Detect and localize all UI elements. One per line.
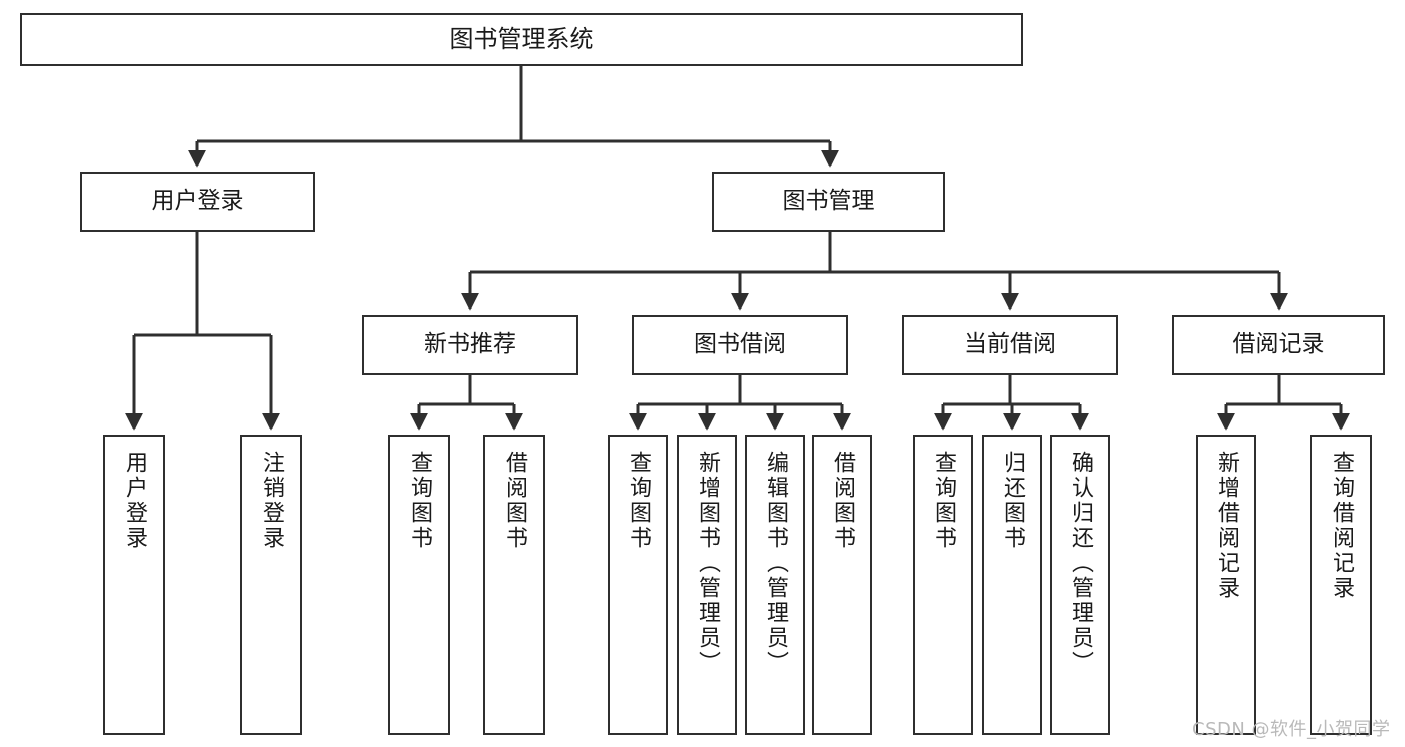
leaf-user-login[interactable]: 用户登录 bbox=[103, 435, 165, 735]
node-user-login-label: 用户登录 bbox=[151, 188, 244, 215]
leaf-add-record-label: 新增借阅记录 bbox=[1214, 451, 1239, 601]
leaf-confirm-return[interactable]: 确认归还（管理员） bbox=[1050, 435, 1110, 735]
leaf-user-login-label: 用户登录 bbox=[122, 451, 147, 551]
leaf-query-book-2[interactable]: 查询图书 bbox=[608, 435, 668, 735]
leaf-add-book-label: 新增图书（管理员） bbox=[695, 451, 720, 676]
node-book-borrow[interactable]: 图书借阅 bbox=[632, 315, 848, 375]
node-borrow-record-label: 借阅记录 bbox=[1232, 331, 1325, 358]
leaf-borrow-book-1-label: 借阅图书 bbox=[502, 451, 527, 551]
node-user-login[interactable]: 用户登录 bbox=[80, 172, 315, 232]
node-root-label: 图书管理系统 bbox=[449, 25, 594, 54]
leaf-query-record-label: 查询借阅记录 bbox=[1329, 451, 1354, 601]
leaf-user-logout[interactable]: 注销登录 bbox=[240, 435, 302, 735]
node-new-book-recommend-label: 新书推荐 bbox=[424, 331, 516, 358]
leaf-borrow-book-2-label: 借阅图书 bbox=[830, 451, 855, 551]
node-current-borrow[interactable]: 当前借阅 bbox=[902, 315, 1118, 375]
leaf-add-book[interactable]: 新增图书（管理员） bbox=[677, 435, 737, 735]
leaf-query-book-3-label: 查询图书 bbox=[931, 451, 956, 551]
node-book-manage-label: 图书管理 bbox=[782, 188, 875, 215]
leaf-query-book-2-label: 查询图书 bbox=[626, 451, 651, 551]
leaf-add-record[interactable]: 新增借阅记录 bbox=[1196, 435, 1256, 735]
node-root[interactable]: 图书管理系统 bbox=[20, 13, 1023, 66]
leaf-edit-book-label: 编辑图书（管理员） bbox=[763, 451, 788, 676]
csdn-watermark: CSDN @软件_小贺同学 bbox=[1192, 715, 1391, 741]
node-book-borrow-label: 图书借阅 bbox=[694, 331, 786, 358]
node-borrow-record[interactable]: 借阅记录 bbox=[1172, 315, 1385, 375]
leaf-query-record[interactable]: 查询借阅记录 bbox=[1310, 435, 1372, 735]
csdn-watermark-label: CSDN @软件_小贺同学 bbox=[1192, 719, 1391, 740]
leaf-return-book[interactable]: 归还图书 bbox=[982, 435, 1042, 735]
leaf-query-book-1[interactable]: 查询图书 bbox=[388, 435, 450, 735]
leaf-borrow-book-1[interactable]: 借阅图书 bbox=[483, 435, 545, 735]
leaf-return-book-label: 归还图书 bbox=[1000, 451, 1025, 551]
leaf-confirm-return-label: 确认归还（管理员） bbox=[1068, 451, 1093, 676]
leaf-borrow-book-2[interactable]: 借阅图书 bbox=[812, 435, 872, 735]
leaf-edit-book[interactable]: 编辑图书（管理员） bbox=[745, 435, 805, 735]
node-new-book-recommend[interactable]: 新书推荐 bbox=[362, 315, 578, 375]
leaf-query-book-1-label: 查询图书 bbox=[407, 451, 432, 551]
leaf-user-logout-label: 注销登录 bbox=[259, 451, 284, 551]
node-current-borrow-label: 当前借阅 bbox=[964, 331, 1056, 358]
node-book-manage[interactable]: 图书管理 bbox=[712, 172, 945, 232]
leaf-query-book-3[interactable]: 查询图书 bbox=[913, 435, 973, 735]
